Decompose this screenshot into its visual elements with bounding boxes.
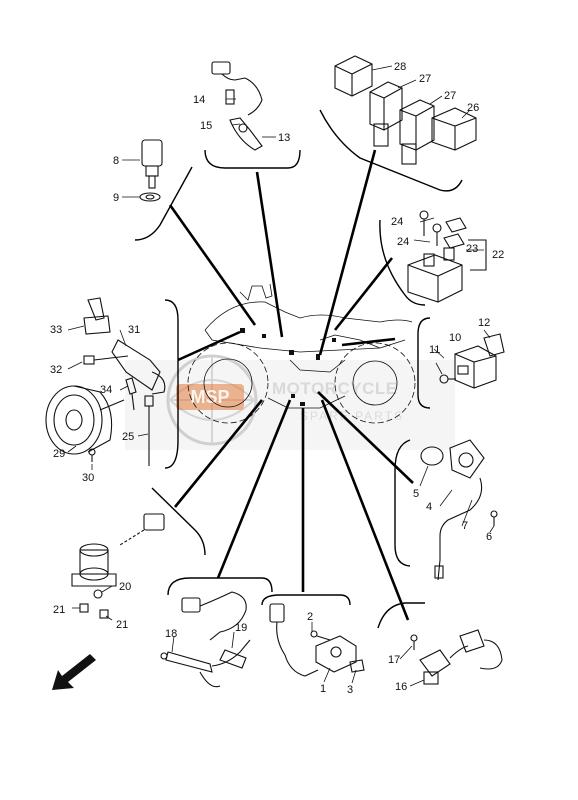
callout-3: 3 <box>347 684 353 696</box>
motorcycle-outline <box>187 283 416 424</box>
callout-28: 28 <box>394 61 406 73</box>
sensor-1-assembly <box>269 603 365 677</box>
watermark: MSP MOTORCYCLE SPARE PARTS <box>125 354 455 450</box>
callout-33: 33 <box>50 324 62 336</box>
watermark-logo-badge <box>176 384 244 410</box>
callout-27b: 27 <box>444 90 456 102</box>
callout-10: 10 <box>449 332 461 344</box>
switch-20-assembly <box>71 513 165 619</box>
connection-markers <box>240 328 336 406</box>
callout-17: 17 <box>388 654 400 666</box>
callout-12: 12 <box>478 317 490 329</box>
coupler-10-assembly <box>439 333 505 389</box>
callout-16: 16 <box>395 681 407 693</box>
watermark-logo: MSP <box>190 387 229 407</box>
callout-6: 6 <box>486 531 492 543</box>
callout-21a: 21 <box>53 604 65 616</box>
callout-pointers <box>67 65 495 687</box>
callout-1: 1 <box>320 683 326 695</box>
callout-labels: 1 2 3 4 5 6 7 8 9 10 11 12 13 14 15 16 1… <box>50 61 504 696</box>
callout-20: 20 <box>119 581 131 593</box>
callout-14: 14 <box>193 94 205 106</box>
sensor-16-assembly <box>410 629 503 685</box>
callout-8: 8 <box>113 155 119 167</box>
callout-29: 29 <box>53 448 65 460</box>
callout-25: 25 <box>122 431 134 443</box>
callout-21b: 21 <box>116 619 128 631</box>
callout-24b: 24 <box>397 236 409 248</box>
sensor-13-assembly <box>211 61 263 151</box>
callout-18: 18 <box>165 628 177 640</box>
callout-5: 5 <box>413 488 419 500</box>
callout-7: 7 <box>462 520 468 532</box>
callout-2: 2 <box>307 611 313 623</box>
callout-13: 13 <box>278 132 290 144</box>
callout-34: 34 <box>100 384 112 396</box>
front-arrow-icon <box>52 654 96 690</box>
callout-30: 30 <box>82 472 94 484</box>
watermark-title: MOTORCYCLE <box>272 379 398 398</box>
callout-22: 22 <box>492 249 504 261</box>
callout-27a: 27 <box>419 73 431 85</box>
callout-15: 15 <box>200 120 212 132</box>
starter-relay-22 <box>407 210 487 303</box>
sensor-18-assembly <box>160 591 251 688</box>
callout-26: 26 <box>467 102 479 114</box>
callout-31: 31 <box>128 324 140 336</box>
horn-assembly <box>45 297 166 466</box>
switch-8-assembly <box>139 139 163 202</box>
callout-24a: 24 <box>391 216 403 228</box>
leader-lines <box>168 149 414 621</box>
callout-32: 32 <box>50 364 62 376</box>
relay-group <box>334 55 477 165</box>
callout-4: 4 <box>426 501 432 513</box>
callout-9: 9 <box>113 192 119 204</box>
callout-11: 11 <box>429 344 440 356</box>
sensor-4-assembly <box>420 439 498 581</box>
callout-19: 19 <box>235 622 247 634</box>
group-brackets <box>134 109 463 629</box>
callout-23: 23 <box>466 243 478 255</box>
